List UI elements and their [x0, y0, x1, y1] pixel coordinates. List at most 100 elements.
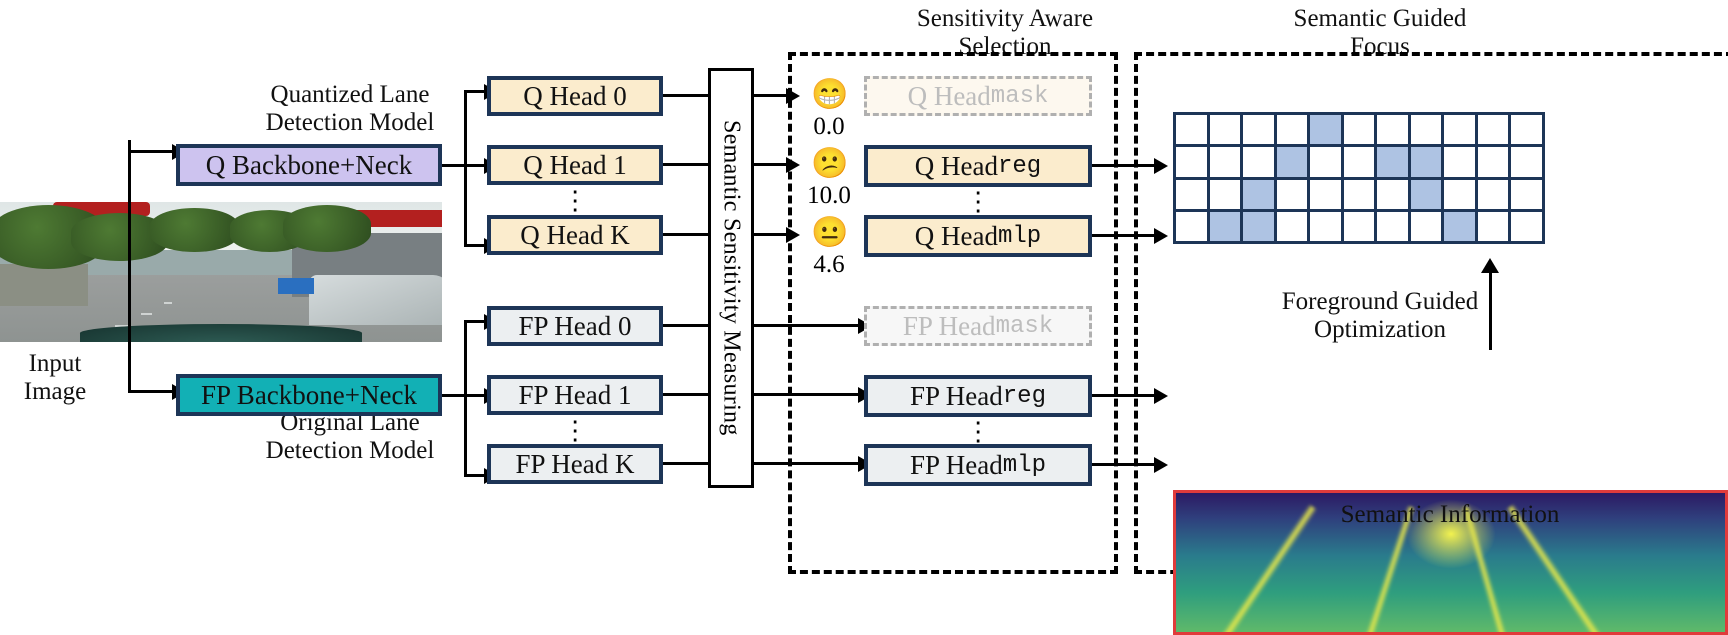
fp-mlp-to-heatmap-line [1092, 463, 1160, 466]
fp-head-reg-box[interactable]: FP Head reg [864, 375, 1092, 417]
focus-grid-cell[interactable] [1176, 211, 1207, 241]
focus-grid-cell[interactable] [1410, 115, 1442, 145]
focus-grid-cell[interactable] [1276, 179, 1308, 209]
focus-grid-cell[interactable] [1176, 147, 1207, 177]
focus-grid-cell[interactable] [1310, 147, 1341, 177]
q-fanout-to-head1 [464, 164, 486, 167]
module-out-line-1 [754, 94, 790, 97]
focus-grid-cell[interactable] [1477, 211, 1509, 241]
fp-head-k-label: FP Head K [515, 448, 635, 479]
focus-grid-cell[interactable] [1343, 211, 1375, 241]
focus-grid-cell[interactable] [1511, 147, 1542, 177]
focus-grid-cell[interactable] [1209, 211, 1241, 241]
q-head-1-box[interactable]: Q Head 1 [487, 145, 663, 185]
input-image-photo [0, 202, 442, 342]
focus-grid-cell[interactable] [1511, 179, 1542, 209]
focus-grid-cell[interactable] [1176, 179, 1207, 209]
fp-head-mask-prefix: FP Head [902, 310, 996, 341]
q-head-mask-suffix: mask [990, 82, 1049, 110]
fp-head-1-label: FP Head 1 [518, 379, 632, 410]
focus-grid-cell[interactable] [1444, 115, 1475, 145]
fp-head1-to-module [663, 393, 710, 396]
focus-grid-cell[interactable] [1477, 147, 1509, 177]
q-head-mlp-box[interactable]: Q Head mlp [864, 215, 1092, 257]
focus-grid-cell[interactable] [1343, 179, 1375, 209]
semantic-guided-focus-title: Semantic Guided Focus [1293, 5, 1467, 60]
module-out-line-2 [754, 163, 790, 166]
fp-fanout-to-head1 [464, 394, 486, 397]
sensitivity-emoji-1: 😁 [811, 78, 849, 111]
focus-grid-cell[interactable] [1243, 179, 1274, 209]
q-head-reg-box[interactable]: Q Head reg [864, 145, 1092, 187]
q-reg-to-grid-arrow [1154, 158, 1168, 174]
fp-heads-ellipsis: ⋮ [561, 416, 591, 446]
focus-grid-cell[interactable] [1410, 211, 1442, 241]
focus-grid-cell[interactable] [1444, 147, 1475, 177]
fp-head-reg-suffix: reg [1002, 382, 1046, 410]
focus-grid-cell[interactable] [1477, 179, 1509, 209]
q-mlp-to-grid-line [1092, 234, 1160, 237]
q-head-1-label: Q Head 1 [523, 149, 627, 180]
focus-grid-cell[interactable] [1343, 115, 1375, 145]
fp-reg-to-heatmap-line [1092, 394, 1160, 397]
input-image-label: Input Image [23, 350, 87, 405]
q-mlp-to-grid-arrow [1154, 228, 1168, 244]
q-head-reg-prefix: Q Head [914, 150, 998, 181]
semantic-sensitivity-measuring-module[interactable]: Semantic Sensitivity Measuring [708, 68, 754, 488]
focus-grid-cell[interactable] [1209, 115, 1241, 145]
focus-grid-cell[interactable] [1176, 115, 1207, 145]
fp-head-mlp-box[interactable]: FP Head mlp [864, 444, 1092, 486]
focus-grid-cell[interactable] [1310, 211, 1341, 241]
focus-grid-cell[interactable] [1377, 115, 1408, 145]
focus-grid-cell[interactable] [1444, 211, 1475, 241]
focus-grid-cell[interactable] [1377, 147, 1408, 177]
focus-grid-cell[interactable] [1310, 179, 1341, 209]
focus-grid-cell[interactable] [1377, 179, 1408, 209]
q-head-mask-box[interactable]: Q Head mask [864, 76, 1092, 116]
fp-head-mask-box[interactable]: FP Head mask [864, 306, 1092, 346]
fp-head-mlp-suffix: mlp [1002, 451, 1046, 479]
focus-grid-cell[interactable] [1243, 115, 1274, 145]
focus-grid-cell[interactable] [1477, 115, 1509, 145]
q-head-k-box[interactable]: Q Head K [487, 215, 663, 255]
sensitivity-score-2: 10.0 [807, 182, 851, 209]
focus-grid-cell[interactable] [1276, 147, 1308, 177]
fp-fanout-vertical [464, 320, 467, 476]
q-head-mlp-prefix: Q Head [914, 220, 998, 251]
module-out-line-3 [754, 233, 790, 236]
focus-grid-cell[interactable] [1310, 115, 1341, 145]
focus-grid-cell[interactable] [1511, 211, 1542, 241]
heatmap-to-grid-arrow [1481, 258, 1499, 273]
focus-grid-cell[interactable] [1410, 179, 1442, 209]
fp-backbone-neck-box[interactable]: FP Backbone+Neck [176, 374, 442, 416]
focus-grid-cell[interactable] [1444, 179, 1475, 209]
fp-head-k-box[interactable]: FP Head K [487, 444, 663, 484]
sensitivity-score-3: 4.6 [813, 251, 845, 278]
q-head0-to-module [663, 94, 710, 97]
focus-grid-cell[interactable] [1209, 179, 1241, 209]
focus-grid-cell[interactable] [1209, 147, 1241, 177]
fp-head-1-box[interactable]: FP Head 1 [487, 375, 663, 415]
focus-grid-cell[interactable] [1377, 211, 1408, 241]
fp-head-0-box[interactable]: FP Head 0 [487, 306, 663, 346]
input-to-fp-backbone-line [128, 390, 174, 393]
focus-grid-cell[interactable] [1410, 147, 1442, 177]
focus-grid-cell[interactable] [1276, 211, 1308, 241]
focus-grid-cell[interactable] [1511, 115, 1542, 145]
focus-grid-cell[interactable] [1243, 211, 1274, 241]
quantized-model-title: Quantized Lane Detection Model [265, 81, 435, 136]
q-fanout-vertical [464, 90, 467, 246]
semantic-focus-grid[interactable] [1173, 112, 1545, 244]
fp-head-mlp-prefix: FP Head [910, 449, 1003, 480]
q-head-0-box[interactable]: Q Head 0 [487, 76, 663, 116]
q-backbone-neck-box[interactable]: Q Backbone+Neck [176, 144, 442, 186]
fp-backbone-neck-label: FP Backbone+Neck [201, 379, 417, 410]
q-backbone-fanout-line [442, 164, 466, 167]
q-fanout-to-headk [464, 244, 486, 247]
fp-head-reg-prefix: FP Head [910, 380, 1003, 411]
heatmap-to-grid-line [1489, 272, 1492, 350]
focus-grid-cell[interactable] [1243, 147, 1274, 177]
focus-grid-cell[interactable] [1343, 147, 1375, 177]
fp-backbone-fanout-line [442, 394, 466, 397]
focus-grid-cell[interactable] [1276, 115, 1308, 145]
